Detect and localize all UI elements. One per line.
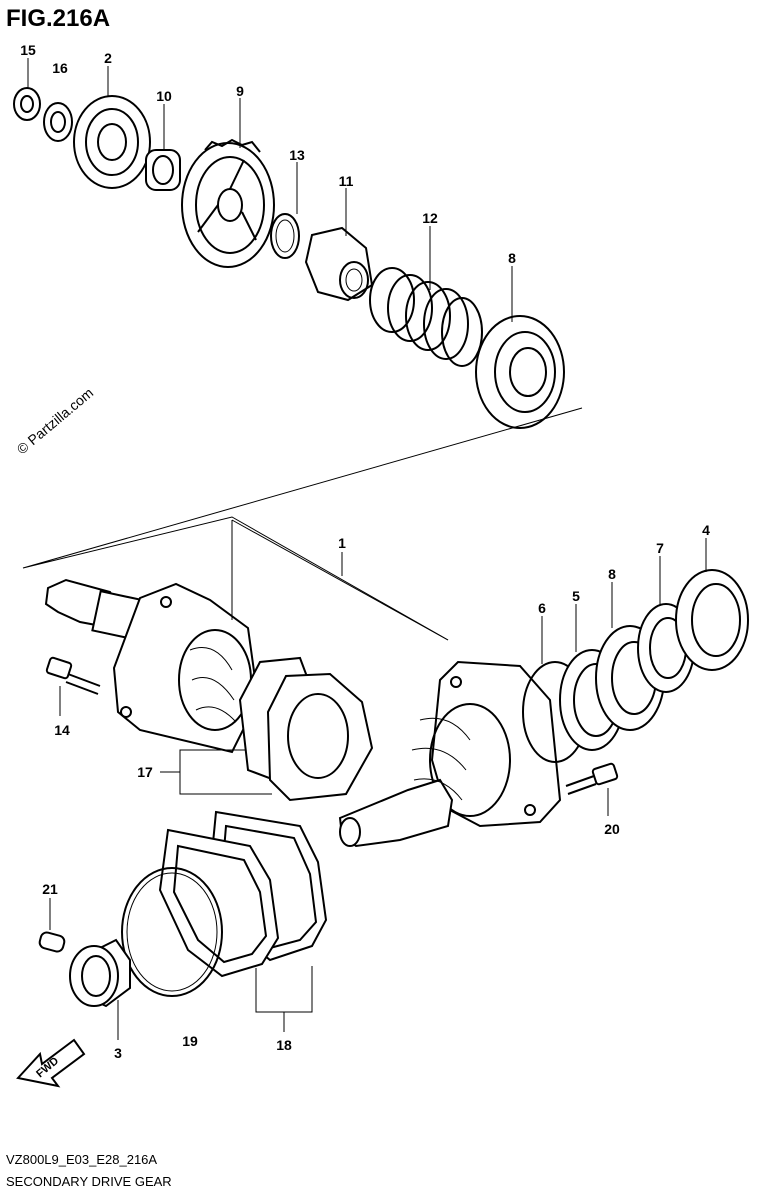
callout-8-upper: 8 (508, 250, 516, 266)
callout-9: 9 (236, 83, 244, 99)
callout-2: 2 (104, 50, 112, 66)
part-21-dowel-pin[interactable] (38, 931, 66, 953)
callout-10: 10 (156, 88, 172, 104)
part-3-needle-bearing[interactable] (69, 938, 131, 1008)
callout-5: 5 (572, 588, 580, 604)
part-2-bearing[interactable] (73, 95, 151, 189)
figure-title: FIG.216A (6, 5, 110, 32)
part-14-bolt[interactable] (45, 656, 101, 695)
callout-1: 1 (338, 535, 346, 551)
part-15-nut[interactable] (13, 87, 41, 121)
part-1-drive-gear-right[interactable] (338, 660, 562, 848)
exploded-view-line (22, 407, 583, 641)
callout-21: 21 (42, 881, 58, 897)
part-11-cam[interactable] (304, 226, 374, 302)
part-12-spring[interactable] (369, 267, 483, 367)
callout-19: 19 (182, 1033, 198, 1049)
watermark-text: © Partzilla.com (14, 384, 97, 457)
callout-11: 11 (339, 173, 354, 189)
diagram-caption: SECONDARY DRIVE GEAR (6, 1174, 172, 1189)
part-1-drive-gear-left[interactable] (44, 578, 260, 754)
part-13-circlip[interactable] (270, 213, 300, 259)
callout-3: 3 (114, 1045, 122, 1061)
part-4-nut[interactable] (675, 569, 749, 671)
callout-4: 4 (702, 522, 710, 538)
part-19-o-ring[interactable] (121, 867, 223, 997)
callout-20: 20 (604, 821, 620, 837)
callout-17: 17 (137, 764, 153, 780)
leader-1-left (231, 519, 449, 641)
part-10-collar[interactable] (145, 149, 181, 191)
callout-18: 18 (276, 1037, 292, 1053)
callout-6: 6 (538, 600, 546, 616)
callout-13: 13 (289, 147, 305, 163)
callout-15: 15 (20, 42, 36, 58)
part-17-shims[interactable] (238, 656, 374, 802)
model-code: VZ800L9_E03_E28_216A (6, 1152, 157, 1167)
part-16-washer[interactable] (43, 102, 73, 142)
callout-7: 7 (656, 540, 664, 556)
callout-16: 16 (52, 60, 68, 76)
bracket-18 (255, 966, 313, 1013)
callout-12: 12 (422, 210, 438, 226)
part-8-bearing-upper[interactable] (475, 315, 565, 429)
part-20-bolt[interactable] (565, 762, 619, 795)
part-18-gaskets[interactable] (158, 810, 328, 978)
part-9-gear[interactable] (181, 138, 275, 268)
callout-8-lower: 8 (608, 566, 616, 582)
callout-14: 14 (54, 722, 70, 738)
fwd-arrow-icon: FWD (16, 1038, 86, 1088)
